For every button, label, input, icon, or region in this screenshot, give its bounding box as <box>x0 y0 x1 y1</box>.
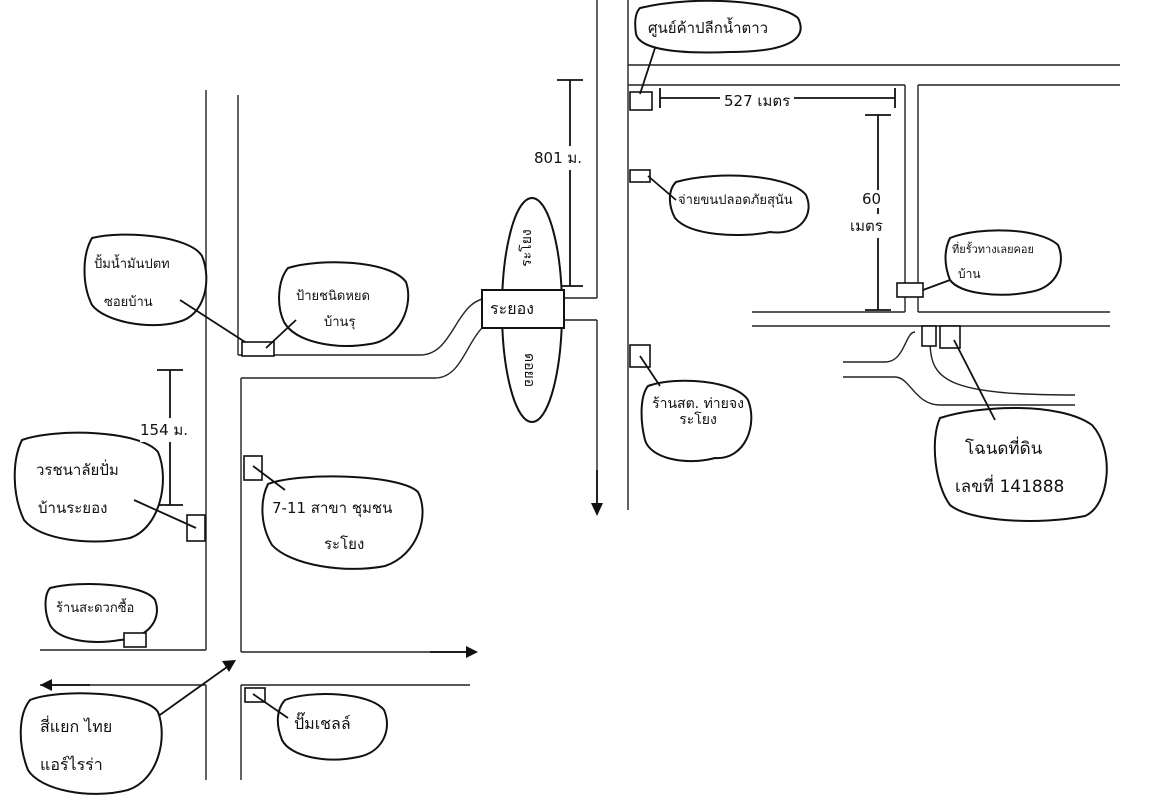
label-small-house-1: ที่ยรั้วทางเลยคอย <box>952 243 1034 256</box>
label-school-2: บ้านระยอง <box>38 499 108 517</box>
label-small-house-2: บ้าน <box>958 267 981 281</box>
label-rayong-box: ระยอง <box>490 299 534 318</box>
label-left-mid-1: ป้ายชนิดหยด <box>296 289 370 304</box>
label-seven-eleven-2: ระโยง <box>324 535 365 553</box>
leader-lines <box>133 47 996 719</box>
location-markers <box>123 91 961 703</box>
label-junction-1: สี่แยก ไทย <box>40 717 113 736</box>
distance-527m: 527 เมตร <box>720 89 795 113</box>
label-land-office-2: เลขที่ 141888 <box>955 477 1065 497</box>
label-left-top-1: ปั้มน้ำมันปตท <box>94 257 170 272</box>
distance-60-unit: เมตร <box>850 214 883 238</box>
direction-arrows <box>40 470 603 723</box>
label-road-south: ดอยอ <box>521 352 538 388</box>
label-junction-2: แอร์ไรร่า <box>40 755 103 774</box>
road-network <box>40 0 1120 780</box>
label-left-top-2: ซอยบ้าน <box>104 295 153 310</box>
distance-154m: 154 ม. <box>140 418 189 442</box>
label-land-office-1: โฉนดที่ดิน <box>965 439 1043 459</box>
label-shop-top: ศูนย์ค้าปลีกน้ำตาว <box>648 19 769 37</box>
label-shop-bottom: ร้านสะดวกซื้อ <box>56 601 135 616</box>
label-road-north: ระโยง <box>518 229 535 267</box>
label-agriculture: ร้านสต. ท่ายจงระโยง <box>652 396 744 429</box>
label-left-mid-2: บ้านรุ <box>324 315 356 330</box>
label-police: จ่ายขนปลอดภัยสุนัน <box>678 193 793 208</box>
rayong-hub <box>481 197 565 423</box>
distance-801m: 801 ม. <box>534 146 583 170</box>
label-gas-station: ปั๊มเชลล์ <box>294 714 351 733</box>
label-school-1: วรชนาลัยปั่ม <box>36 461 119 479</box>
distance-60-value: 60 <box>862 190 882 208</box>
landmark-blobs <box>13 0 1108 795</box>
label-seven-eleven-1: 7-11 สาขา ชุมชน <box>272 499 393 517</box>
